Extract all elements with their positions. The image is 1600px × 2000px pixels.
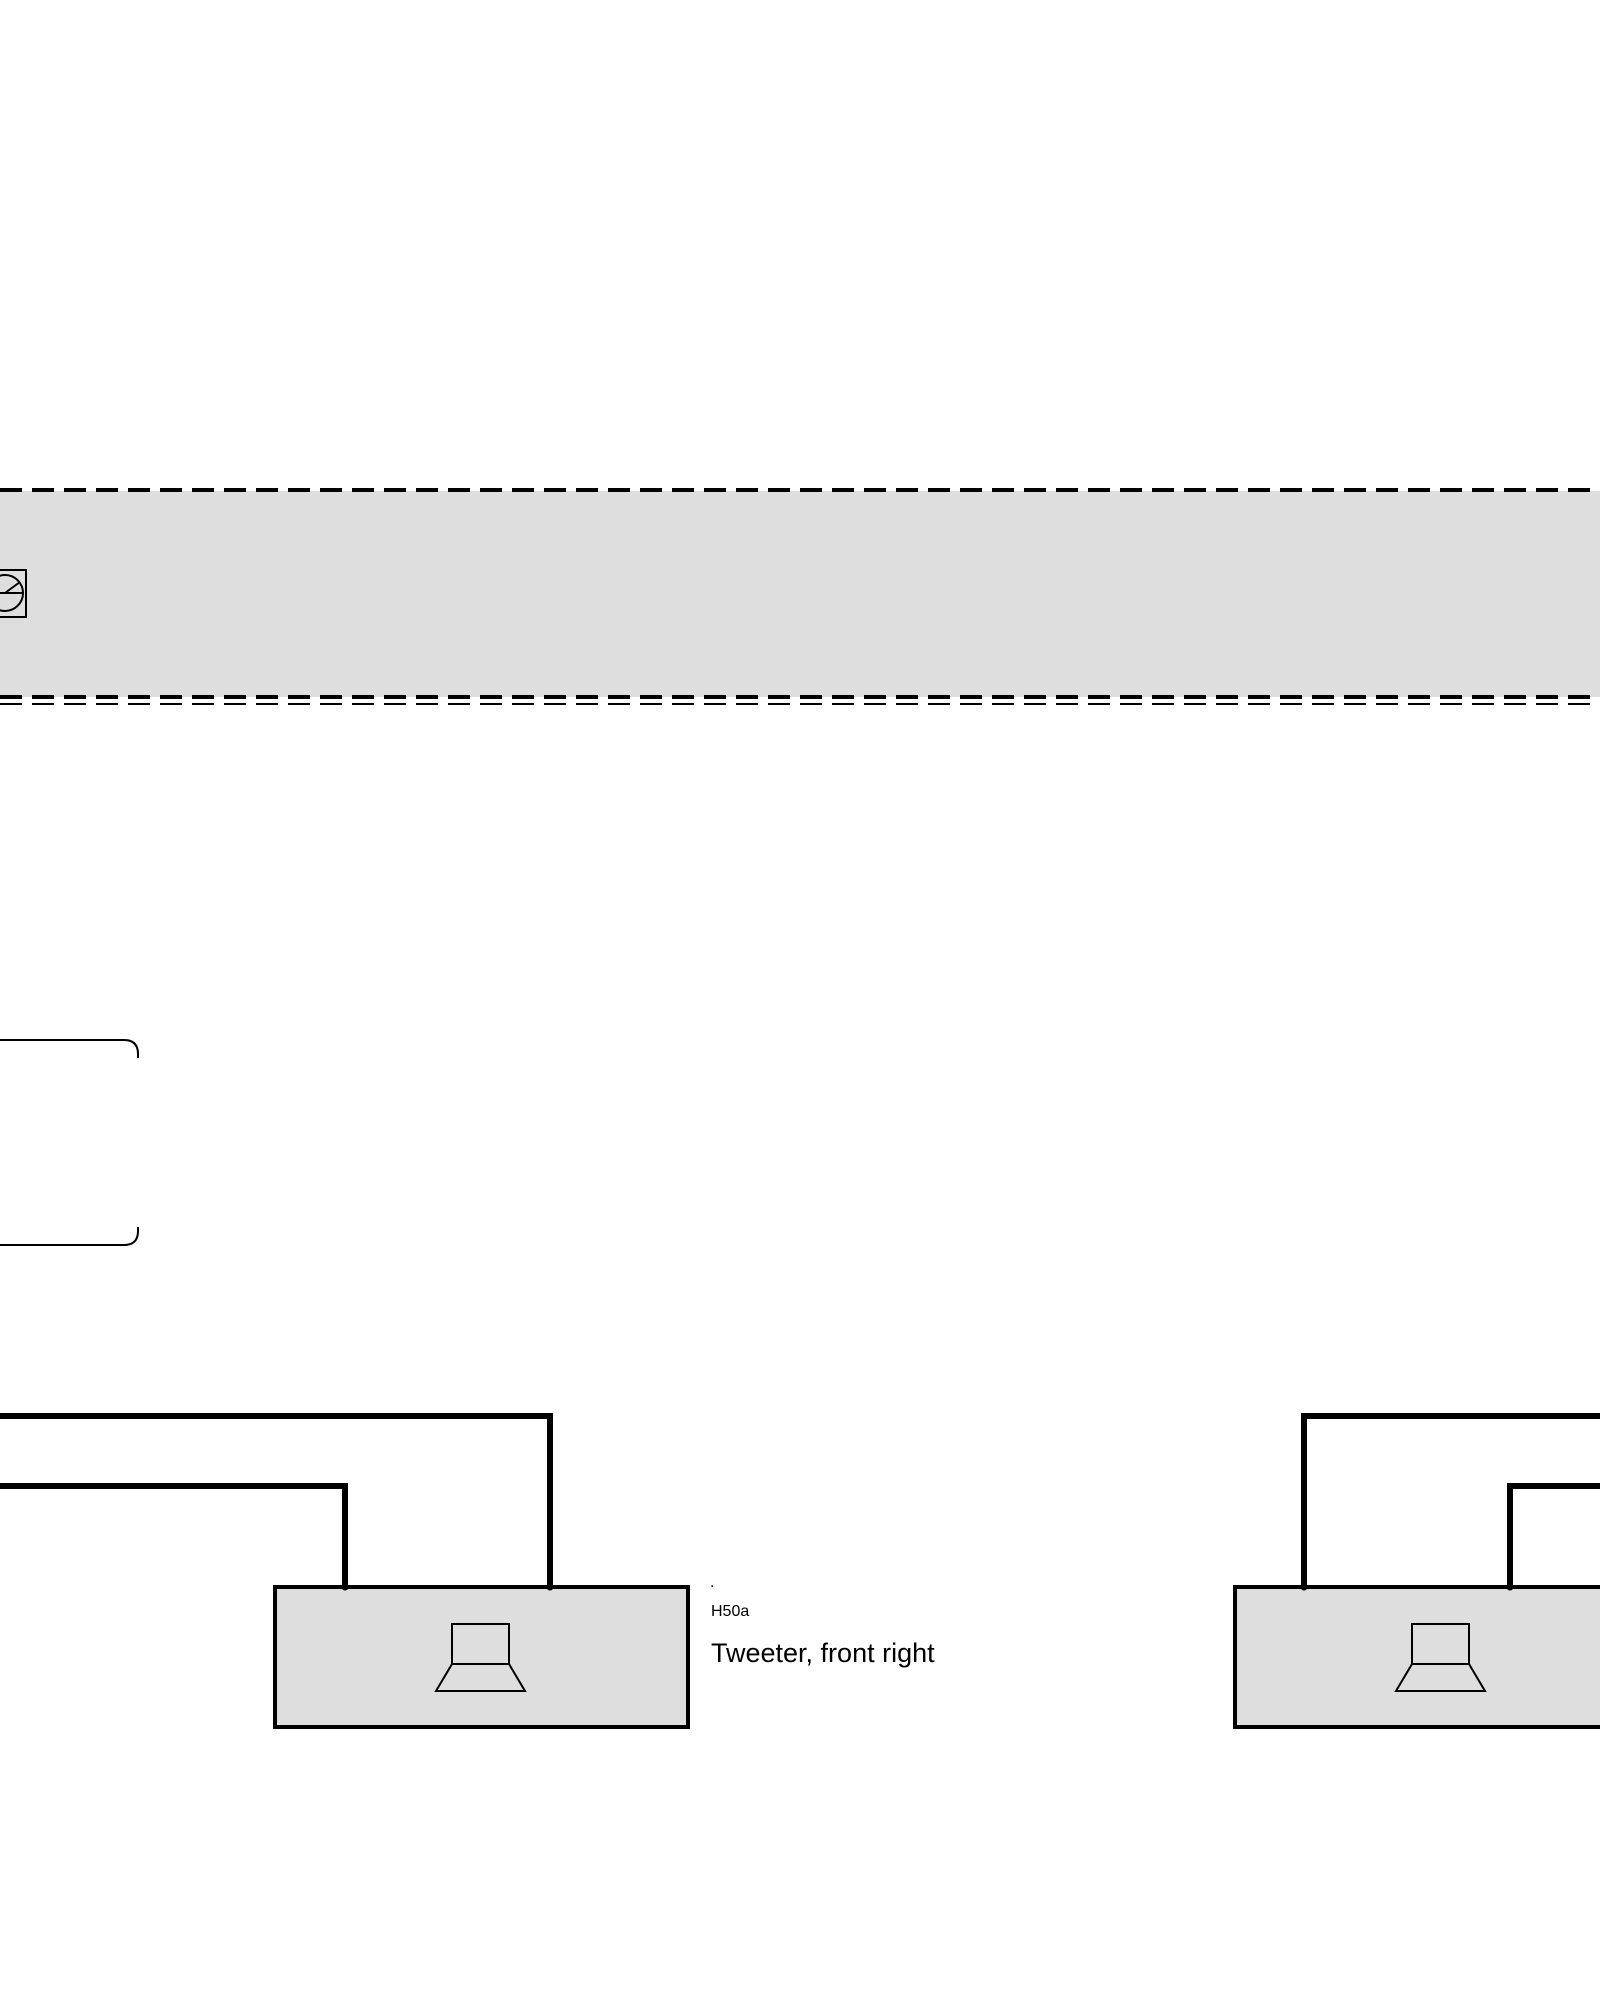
component-id-label: H50a <box>711 1603 750 1620</box>
wire-harness-right <box>1300 1413 1600 1591</box>
wire <box>1507 1483 1600 1587</box>
ground-symbol-icon <box>0 569 27 618</box>
component-box <box>1233 1585 1600 1729</box>
component-name-label: Tweeter, front right <box>711 1638 935 1668</box>
tweeter-front-right <box>273 1585 690 1729</box>
wire <box>0 1483 348 1587</box>
module-bar <box>0 488 1600 705</box>
component-marker: . <box>710 1574 715 1591</box>
connector-bracket <box>0 1039 139 1246</box>
wire <box>1301 1413 1600 1587</box>
speaker-icon <box>1394 1623 1487 1692</box>
component-box <box>273 1585 690 1729</box>
speaker-icon <box>434 1623 527 1692</box>
wire <box>0 1413 553 1587</box>
speaker-component-right <box>1233 1585 1600 1729</box>
wire-harness-left <box>0 1413 554 1591</box>
